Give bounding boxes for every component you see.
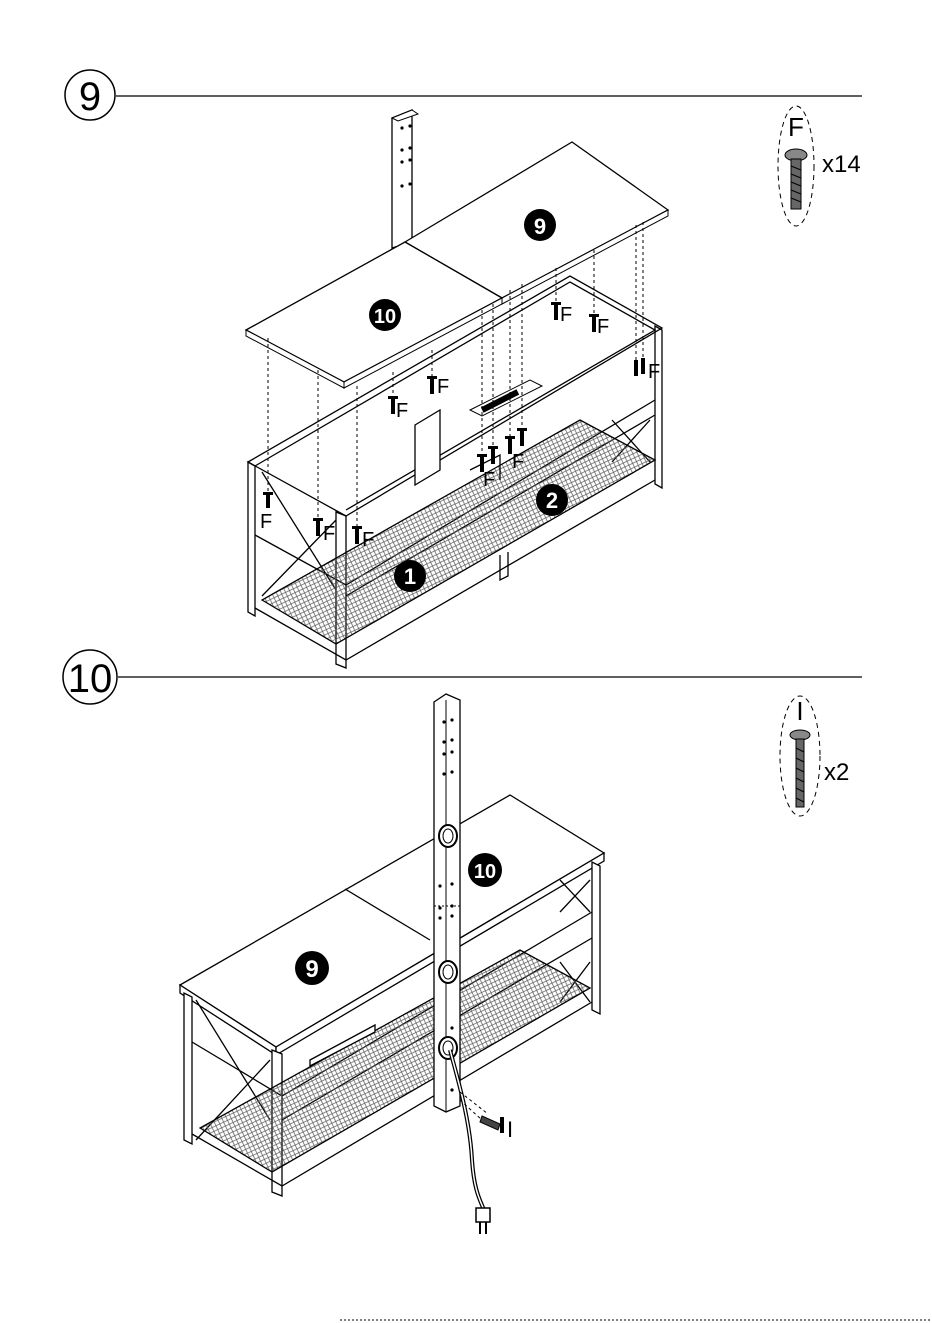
step-10: 10 I x2 [63,650,862,1234]
hardware-callout: F x14 [778,106,861,226]
screw-icon [634,358,645,376]
callout-label: F [323,523,335,545]
callout-label: F [437,376,449,398]
callout-label: F [648,361,660,383]
screw-icon [427,376,437,394]
part-label: 2 [546,488,558,513]
screw-icon [263,492,273,508]
callout-label: F [597,316,609,338]
part-label: 9 [534,214,546,239]
vertical-post [434,694,460,1112]
step-9: 9 F x14 [65,70,862,668]
callout-label: F [260,511,272,533]
power-cord-icon [450,1050,490,1234]
callout-label: I [507,1117,513,1142]
step-number: 10 [68,657,113,701]
hardware-callout: I x2 [780,696,849,816]
power-strip-icon [470,380,542,416]
part-label: 10 [474,861,496,883]
vertical-post [392,110,418,248]
screw-icon [785,149,807,209]
hardware-letter: I [796,696,803,726]
part-label: 9 [305,956,318,983]
screw-icon [352,526,362,544]
hardware-letter: F [788,112,804,142]
callout-label: F [560,304,572,326]
hardware-qty: x2 [824,759,849,786]
part-label: 1 [404,564,416,589]
step-number: 9 [79,75,101,119]
screw-icon [313,518,323,536]
hardware-qty: x14 [822,151,861,178]
part-label: 10 [374,306,396,328]
grommet-icon [439,961,457,983]
screw-icon [790,730,810,807]
callout-label: F [512,451,524,473]
grommet-icon [439,825,457,847]
callout-label: F [396,400,408,422]
grommet-icon [439,1037,457,1059]
screw-icon [488,446,498,464]
screw-icon [517,428,527,446]
screw-icon [480,1116,504,1133]
callout-label: F [483,469,495,491]
tv-stand-assembled [180,795,604,1196]
callout-label: F [362,529,374,551]
